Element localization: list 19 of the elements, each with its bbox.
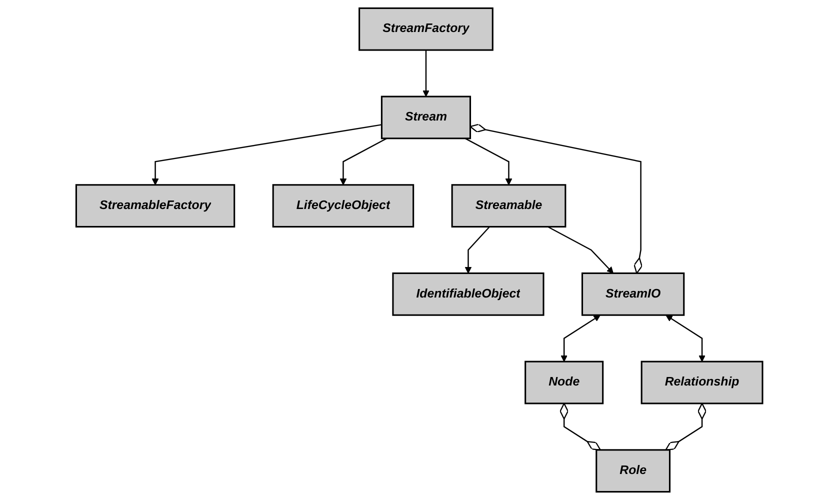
node-box: Relationship [640,360,764,404]
arrow [465,138,512,186]
node-box: IdentifiableObject [392,272,544,316]
node-box: StreamIO [582,272,685,316]
arrow [152,124,382,186]
arrow [560,314,601,362]
node-box: LifeCycleObject [272,184,414,228]
node-box: Streamable [451,184,566,228]
arrow [422,50,430,97]
node-box: Role [596,449,671,493]
node-box: Stream [381,96,472,140]
arrow [340,138,388,186]
connector [665,402,707,451]
arrow [548,226,614,274]
connector [560,402,602,451]
connector [470,124,643,274]
arrow [666,314,706,362]
arrow [464,226,490,274]
node-box: Node [524,360,604,404]
